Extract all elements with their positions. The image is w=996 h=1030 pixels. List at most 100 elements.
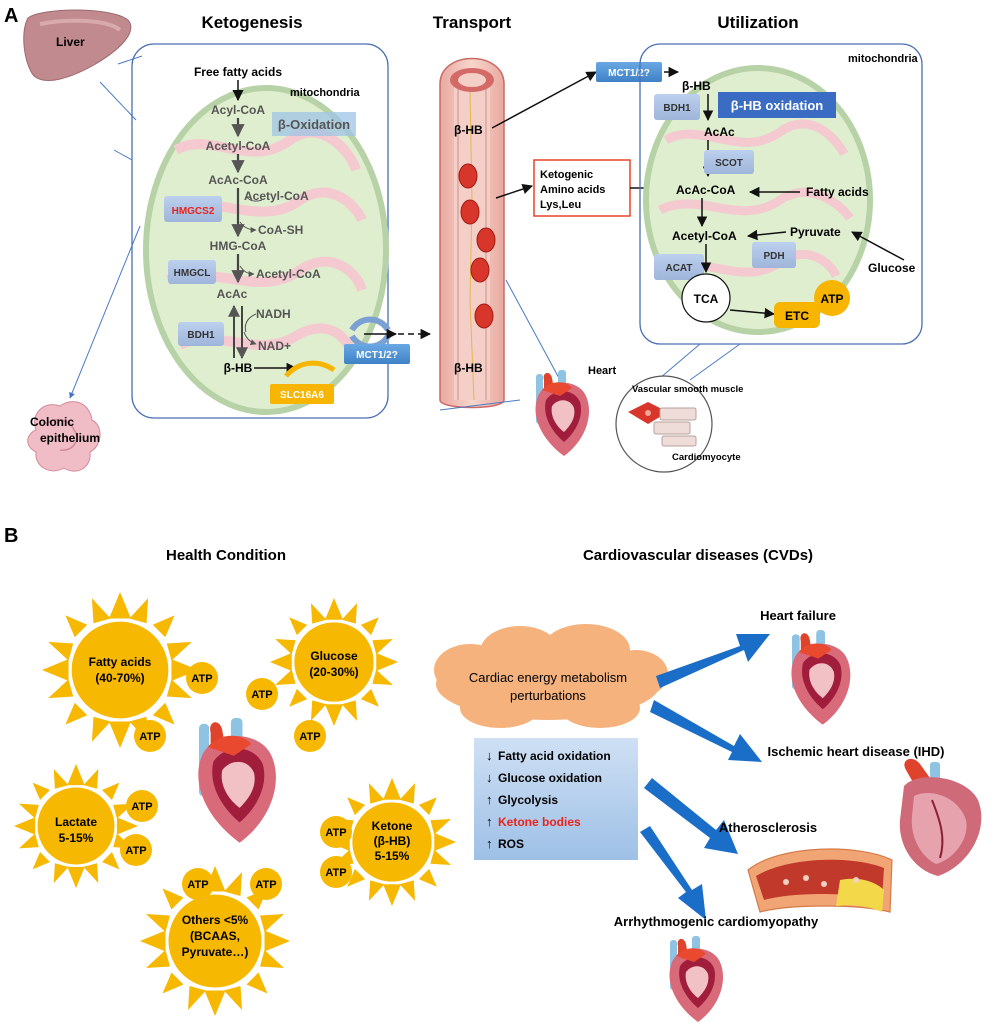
slc16a6-box — [270, 384, 334, 404]
acac-left: AcAc — [217, 287, 248, 301]
colon-icon — [27, 401, 101, 472]
panel-b-label: B — [4, 525, 18, 547]
sun-others-line-1: Others <5% — [182, 913, 249, 927]
outcome-ihd: Ischemic heart disease (IHD) — [767, 744, 944, 759]
cardiomyocyte-cell — [653, 407, 697, 447]
acetyl-coa-right: Acetyl-CoA — [672, 229, 737, 243]
sun-others-line-2: (BCAAS, — [190, 929, 240, 943]
slc16a6-label: SLC16A6 — [280, 390, 324, 401]
hmgcs2-box — [164, 196, 222, 222]
change-arrow-4: ↑ — [486, 836, 493, 851]
blue-arrows — [640, 634, 770, 920]
acat-box — [654, 254, 704, 280]
free-fatty-acids: Free fatty acids — [194, 65, 282, 79]
sun-fatty-line-2: (40-70%) — [95, 671, 144, 685]
atp-b-10: ATP — [255, 879, 276, 891]
ihd-heart-icon — [899, 758, 982, 876]
panel-a-label: A — [4, 5, 18, 27]
mct-box-left — [344, 344, 410, 364]
change-arrow-1: ↓ — [486, 770, 493, 785]
sun-fatty-acids — [42, 592, 198, 748]
bhb-oxidation-box — [718, 92, 836, 118]
beta-oxidation-label: β-Oxidation — [278, 117, 350, 132]
changes-list: ↓Fatty acid oxidation↓Glucose oxidation↑… — [486, 748, 611, 851]
sun-fatty-line-1: Fatty acids — [89, 655, 152, 669]
cloud-line-1: Cardiac energy metabolism — [469, 670, 627, 685]
sun-lactate-line-1: Lactate — [55, 815, 97, 829]
liver-label: Liver — [56, 35, 85, 49]
nad-plus: NAD+ — [258, 339, 291, 353]
ketogenic-line-1: Ketogenic — [540, 169, 593, 181]
sun-glucose-line-1: Glucose — [310, 649, 358, 663]
atp-b-8: ATP — [325, 867, 346, 879]
bhb-vessel-bottom: β-HB — [454, 361, 483, 375]
bhb-left: β-HB — [224, 361, 253, 375]
atp-b-7: ATP — [325, 827, 346, 839]
pdh-label: PDH — [763, 251, 784, 262]
health-title: Health Condition — [166, 547, 286, 564]
atp-b-3: ATP — [139, 731, 160, 743]
heart-icon-center — [198, 718, 276, 843]
change-text-0: Fatty acid oxidation — [498, 749, 611, 763]
change-arrow-3: ↑ — [486, 814, 493, 829]
ketogenic-line-2: Amino acids — [540, 184, 605, 196]
atp-b-1: ATP — [191, 673, 212, 685]
change-text-3: Ketone bodies — [498, 815, 581, 829]
atp-b-9: ATP — [187, 879, 208, 891]
coa-sh: CoA-SH — [258, 223, 303, 237]
cardiomyocyte-label: Cardiomyocyte — [672, 452, 741, 463]
header-transport: Transport — [433, 13, 512, 32]
smooth-muscle-cell — [628, 402, 668, 424]
acyl-coa: Acyl-CoA — [211, 103, 265, 117]
scot-box — [704, 150, 754, 174]
glucose-right: Glucose — [868, 261, 916, 275]
fatty-acids-right: Fatty acids — [806, 185, 869, 199]
liver-icon: Liver — [23, 9, 132, 82]
change-text-4: ROS — [498, 837, 524, 851]
sun-ketone-line-1: Ketone — [372, 819, 413, 833]
ketogenic-box — [533, 159, 631, 217]
mct-box-right — [596, 62, 662, 82]
red-blood-cells — [458, 163, 496, 329]
pyruvate: Pyruvate — [790, 225, 841, 239]
acetyl-coa-1: Acetyl-CoA — [206, 139, 271, 153]
acetyl-coa-side-1: Acetyl-CoA — [244, 189, 309, 203]
hmgcl-label: HMGCL — [174, 268, 211, 279]
atp-label-util: ATP — [820, 292, 843, 306]
change-text-1: Glucose oxidation — [498, 771, 602, 785]
change-text-2: Glycolysis — [498, 793, 558, 807]
acat-label: ACAT — [665, 263, 692, 274]
colonic-label-1: Colonic — [30, 415, 74, 429]
hmg-coa: HMG-CoA — [210, 239, 267, 253]
tca-circle — [681, 273, 731, 323]
tca-label: TCA — [694, 292, 719, 306]
outcome-heart-failure: Heart failure — [760, 608, 836, 623]
outcome-atherosclerosis: Atherosclerosis — [719, 820, 817, 835]
bhb-right: β-HB — [682, 79, 711, 93]
heart-icon-a — [535, 370, 590, 456]
sun-ketone-line-2: (β-HB) — [374, 834, 411, 848]
hmgcl-box — [168, 260, 216, 284]
metabolic-changes-box — [474, 738, 638, 860]
bhb-oxidation-label: β-HB oxidation — [731, 98, 823, 113]
utilization-box — [639, 43, 923, 345]
atp-b-6: ATP — [125, 845, 146, 857]
blood-vessel — [439, 57, 505, 409]
bdh1-box-right — [654, 94, 700, 120]
atp-circle-util — [814, 280, 850, 316]
atp-b-4: ATP — [299, 731, 320, 743]
mct-label-right: MCT1/2? — [608, 68, 650, 79]
mct-label-left: MCT1/2? — [356, 350, 398, 361]
beta-oxidation-box — [272, 112, 356, 136]
mito-label-left: mitochondria — [290, 87, 361, 99]
scot-label: SCOT — [715, 158, 743, 169]
bdh1-box-left — [178, 322, 224, 346]
sun-glucose-line-2: (20-30%) — [309, 665, 358, 679]
acac-right: AcAc — [704, 125, 735, 139]
sun-ketone-line-3: 5-15% — [375, 849, 410, 863]
pdh-box — [752, 242, 796, 268]
acac-coa-right: AcAc-CoA — [676, 183, 736, 197]
nadh: NADH — [256, 307, 291, 321]
slc16a6-transporter — [284, 360, 336, 378]
